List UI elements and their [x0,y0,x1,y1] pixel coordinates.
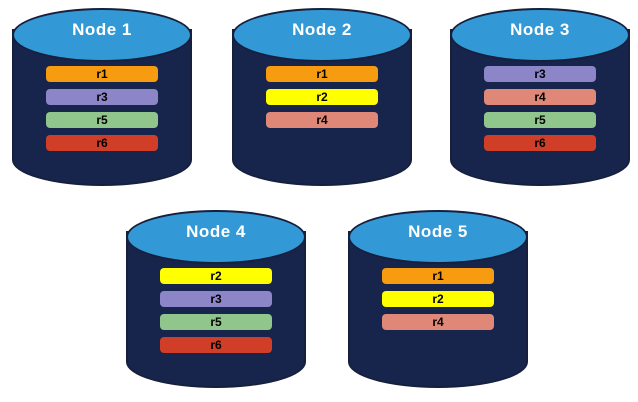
replica-bar[interactable]: r6 [46,135,158,151]
replica-stack: r1 r3 r5 r6 [46,66,158,151]
replica-bar[interactable]: r4 [484,89,596,105]
cylinder-top-ellipse [126,210,306,264]
replica-bar[interactable]: r3 [160,291,272,307]
replica-bar[interactable]: r3 [484,66,596,82]
replica-bar[interactable]: r5 [46,112,158,128]
replica-bar[interactable]: r1 [46,66,158,82]
replica-stack: r3 r4 r5 r6 [484,66,596,151]
cylinder-top-ellipse [12,8,192,62]
replica-bar[interactable]: r5 [484,112,596,128]
replica-bar[interactable]: r6 [484,135,596,151]
replica-bar[interactable]: r6 [160,337,272,353]
replica-bar[interactable]: r4 [266,112,378,128]
replica-stack: r1 r2 r4 [382,268,494,330]
cylinder-top-ellipse [450,8,630,62]
replica-stack: r1 r2 r4 [266,66,378,128]
replica-bar[interactable]: r1 [382,268,494,284]
replica-stack: r2 r3 r5 r6 [160,268,272,353]
replica-bar[interactable]: r2 [382,291,494,307]
replica-bar[interactable]: r1 [266,66,378,82]
replica-bar[interactable]: r2 [266,89,378,105]
replica-bar[interactable]: r2 [160,268,272,284]
cylinder-top-ellipse [348,210,528,264]
replica-bar[interactable]: r4 [382,314,494,330]
cylinder-top-ellipse [232,8,412,62]
replica-bar[interactable]: r5 [160,314,272,330]
replica-bar[interactable]: r3 [46,89,158,105]
